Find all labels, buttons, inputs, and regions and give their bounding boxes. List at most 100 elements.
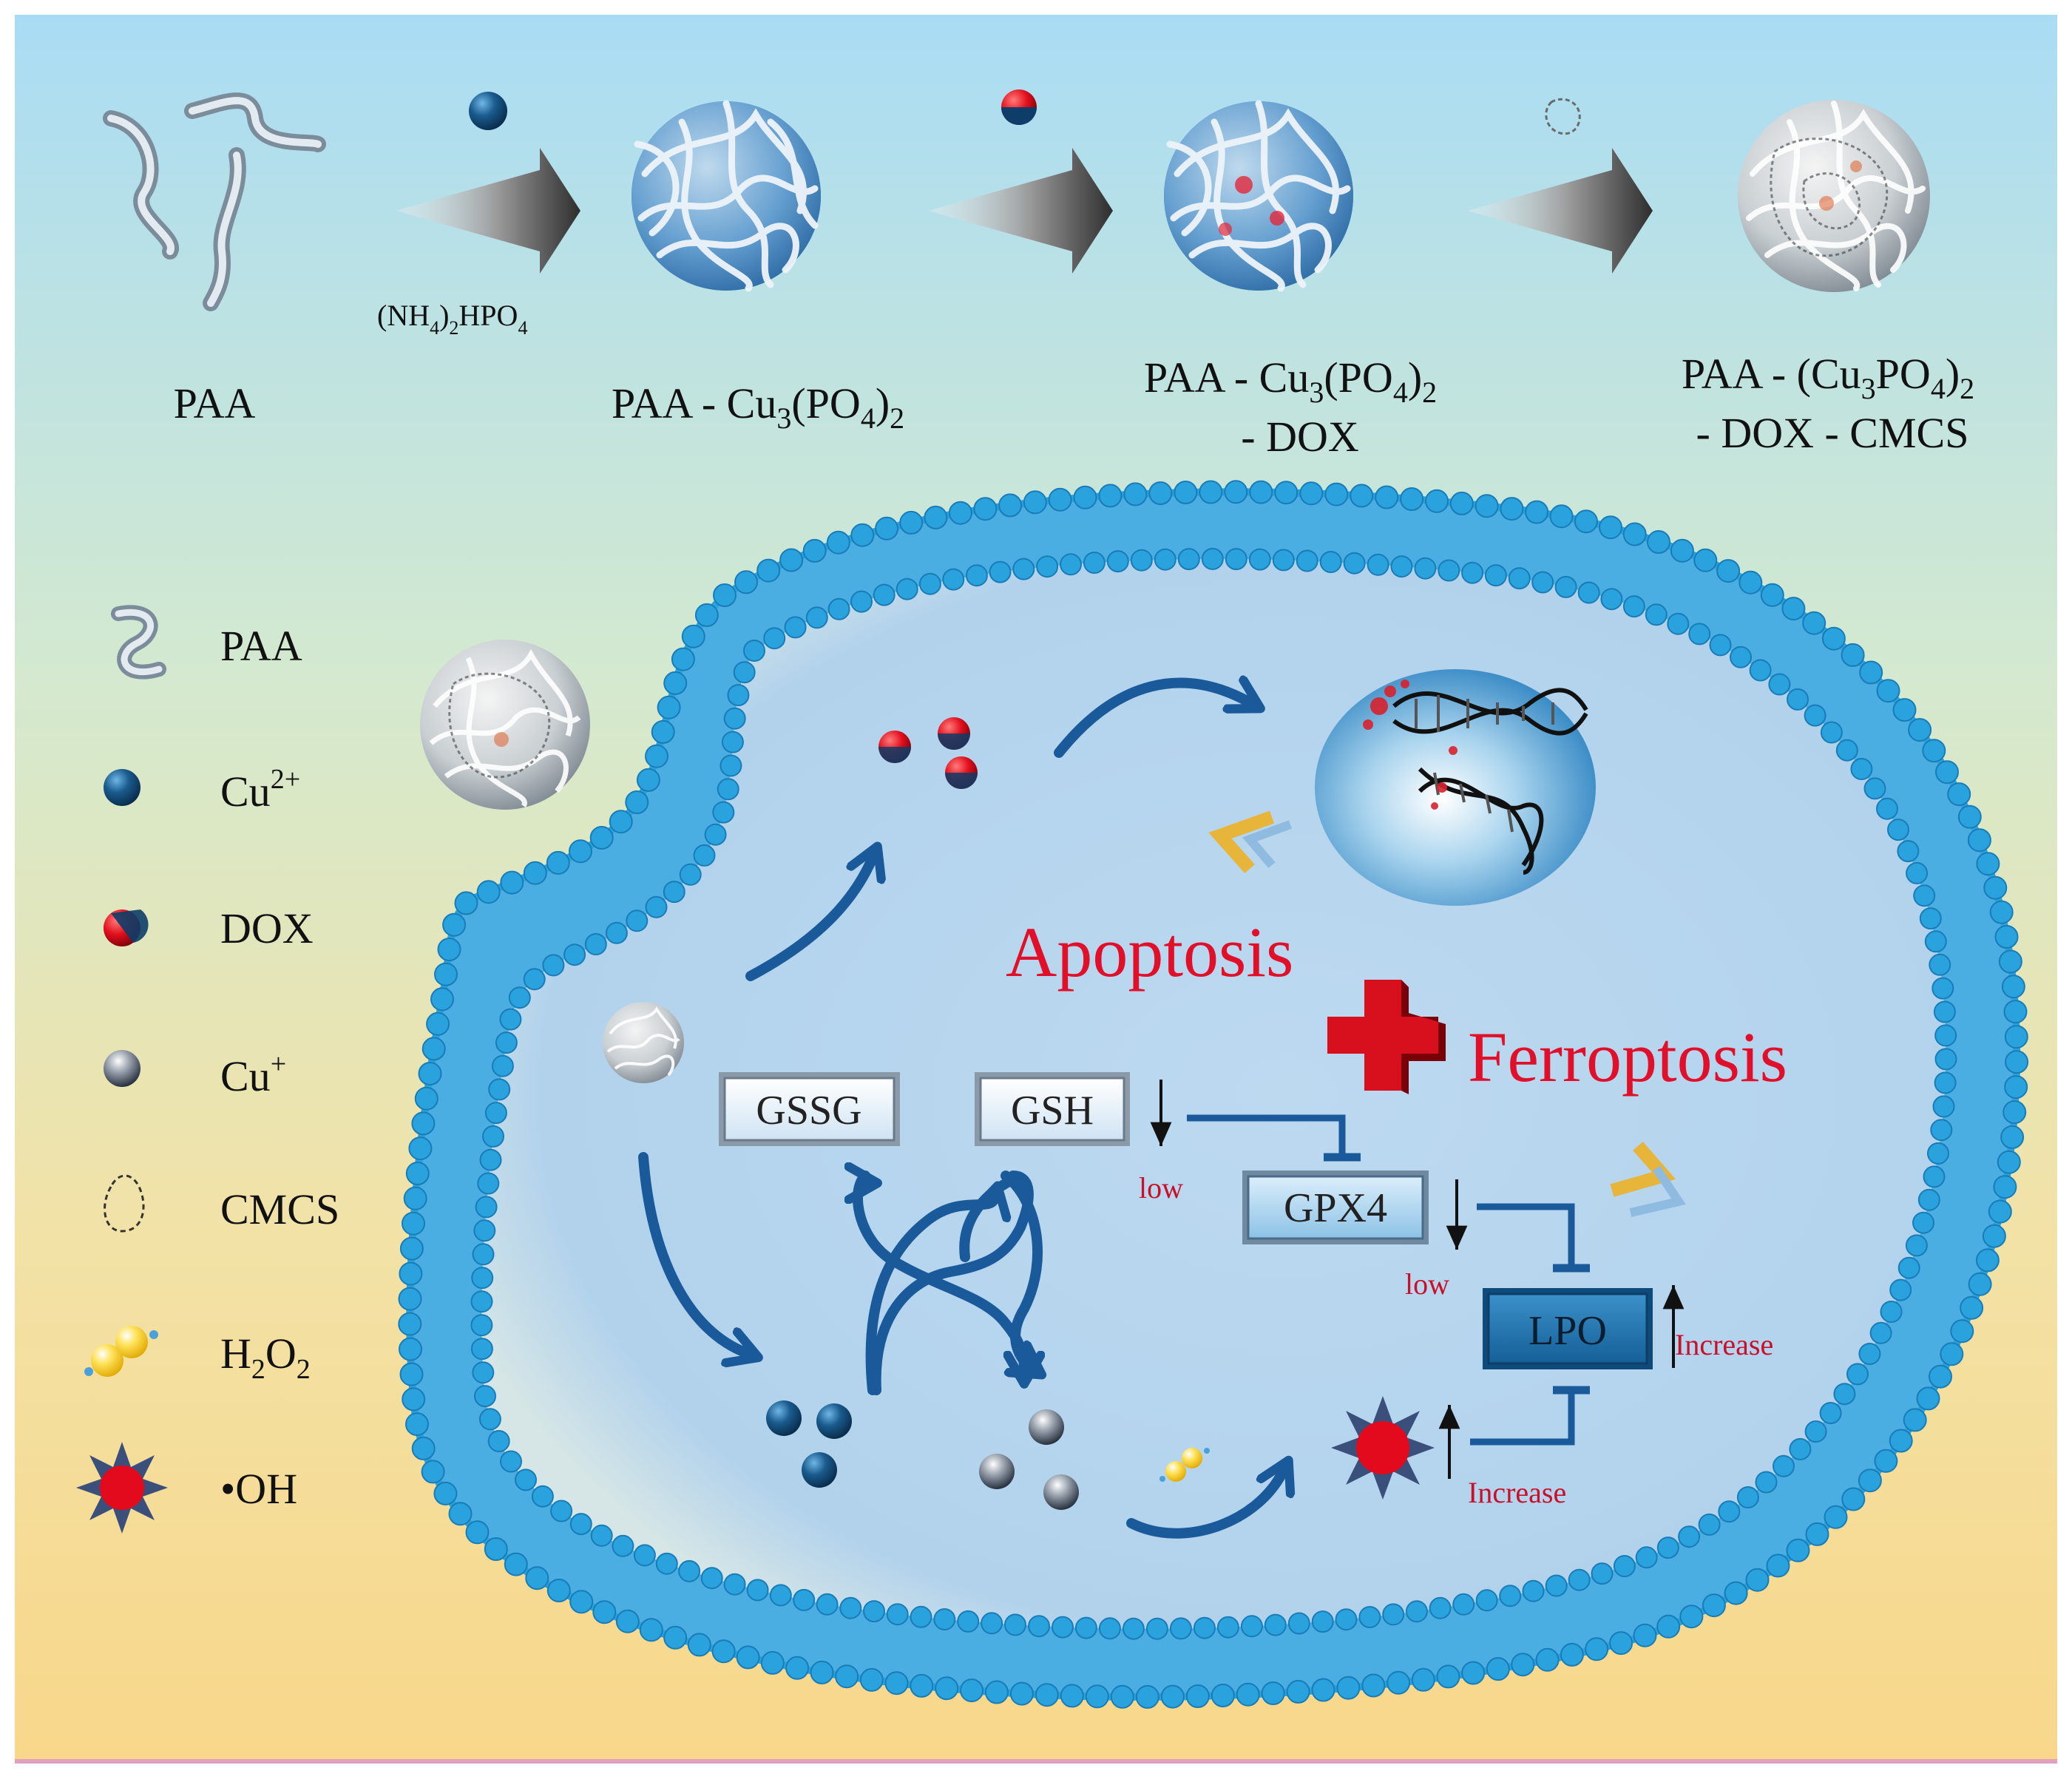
lipid-head (442, 912, 467, 937)
stage-3-label-line1: PAA - Cu3(PO4)2 (1144, 353, 1437, 409)
lipid-head (805, 606, 828, 629)
lipid-head (2003, 1000, 2028, 1024)
lipid-head (1060, 553, 1082, 576)
lipid-head (1994, 925, 2019, 949)
nucleus-body (1315, 669, 1596, 906)
lipid-head (1983, 875, 2008, 900)
lipid-head (720, 754, 742, 777)
lipid-head (1993, 1175, 2017, 1199)
legend-label-part: H (220, 1329, 251, 1378)
lipid-head (430, 987, 454, 1012)
lipid-head (827, 597, 850, 620)
lipid-head (1425, 489, 1449, 513)
lipid-head (471, 1267, 494, 1290)
lipid-head (1976, 852, 2000, 876)
legend-label-paa: PAA (220, 622, 302, 670)
lipid-head (1549, 504, 1574, 529)
lipid-head (1199, 480, 1223, 504)
lipid-head (1591, 1562, 1614, 1585)
lipid-head (546, 850, 570, 875)
lipid-head (1048, 487, 1072, 512)
lipid-head (1863, 777, 1886, 800)
legend-label-part: Cu (220, 768, 271, 816)
lipid-head (499, 1008, 522, 1031)
lipid-head (1405, 1600, 1428, 1623)
lipid-head (1052, 1616, 1074, 1639)
lipid-head (859, 1667, 884, 1692)
lipid-head (1786, 1538, 1810, 1562)
lipid-head (398, 1312, 422, 1336)
cu2-ion-icon (469, 92, 507, 130)
lipid-head (411, 1436, 436, 1460)
lipid-head (1036, 555, 1059, 578)
stage-4-part: 4 (1931, 372, 1946, 405)
lipid-head (1123, 482, 1148, 507)
lipid-head (713, 583, 737, 607)
lipid-head (835, 1664, 859, 1689)
lipid-head (910, 1673, 934, 1698)
lipid-head (550, 1500, 573, 1522)
nanoparticle-outside-icon (420, 640, 590, 810)
lipid-head (1804, 1420, 1827, 1443)
lipid-head (2002, 1100, 2027, 1125)
hydroxyl-radical-in-cell-icon (1331, 1396, 1435, 1500)
lipid-head (1678, 1525, 1701, 1548)
lipid-head (1892, 698, 1917, 722)
lipid-head (793, 1588, 816, 1611)
lipid-head (1060, 1684, 1084, 1708)
lipid-head (984, 1680, 1009, 1704)
lipid-head (733, 661, 756, 684)
stage-2-part: 4 (861, 402, 876, 435)
lipid-head (655, 1552, 678, 1575)
synthesis-arrow-2 (928, 148, 1113, 274)
lipid-head (899, 510, 924, 535)
stage-2-part: ) (876, 379, 890, 427)
lipid-head (403, 1186, 427, 1210)
lipid-head (1934, 1071, 1957, 1094)
lipid-head (1989, 900, 2014, 924)
lipid-head (1859, 660, 1883, 685)
lipid-head (1889, 1429, 1913, 1453)
lipid-head (414, 1086, 439, 1111)
lipid-head (1635, 1546, 1658, 1569)
lipid-head (405, 1162, 430, 1185)
lipid-head (863, 1600, 885, 1623)
lipid-head (1110, 1684, 1134, 1709)
lipid-head (500, 870, 524, 895)
lipid-head (2000, 1125, 2025, 1149)
ferroptosis-label: Ferroptosis (1468, 1017, 1787, 1097)
lipid-head (625, 790, 649, 814)
lipid-head (810, 1660, 834, 1684)
lipid-head (1085, 1684, 1109, 1709)
lipid-head (1216, 1616, 1239, 1639)
lipid-head (1358, 1606, 1381, 1628)
lipid-head (1499, 1585, 1522, 1607)
lipid-head (433, 1481, 458, 1505)
lipid-head (1287, 1612, 1310, 1635)
lipid-head (1819, 1402, 1842, 1424)
lipid-head (1486, 1657, 1510, 1681)
lipid-head (474, 1385, 496, 1408)
lipid-head (1876, 679, 1900, 703)
lipid-head (873, 583, 896, 606)
lipid-head (1670, 538, 1694, 563)
lpo-increase-note: Increase (1675, 1328, 1773, 1361)
lipid-head (1998, 949, 2022, 974)
lipid-head (896, 577, 918, 600)
lipid-head (398, 1287, 422, 1311)
legend-label-cu1: Cu+ (220, 1048, 286, 1100)
release-arrow (745, 858, 873, 981)
legend: PAA Cu2+ DOX Cu+ CMCS H2O2 •OH (76, 605, 339, 1534)
lipid-head (1145, 1617, 1168, 1640)
lipid-head (1934, 1024, 1957, 1047)
lipid-head (989, 560, 1012, 583)
lipid-head (957, 1610, 980, 1633)
lipid-head (1940, 1342, 1964, 1366)
stage-3-part: ) (1408, 353, 1422, 402)
lipid-head (1574, 509, 1598, 534)
nucleus (1315, 669, 1596, 906)
lipid-head (756, 558, 781, 583)
lipid-head (743, 640, 765, 662)
lipid-head (1957, 804, 1982, 829)
lipid-head (1730, 646, 1752, 668)
